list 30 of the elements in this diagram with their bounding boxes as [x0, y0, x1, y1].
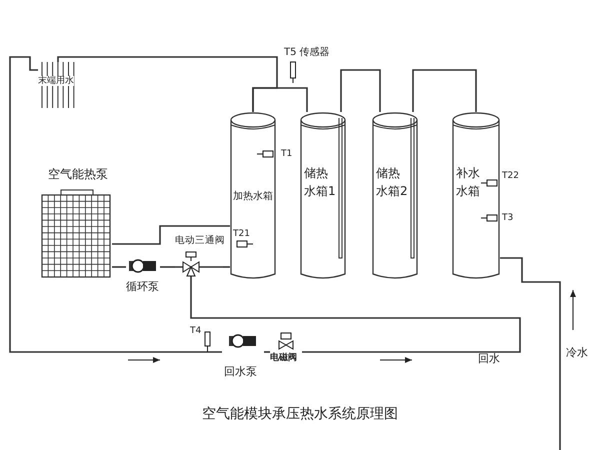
pipe: [57, 56, 278, 112]
pump-label: 循环泵: [126, 280, 159, 293]
pipe: [160, 266, 175, 268]
end-use-label: 末端用水: [38, 76, 74, 86]
sensor-tag: T3: [502, 212, 514, 225]
sensor-tag: T21: [233, 228, 250, 241]
pipe: [500, 257, 561, 450]
pipe: [223, 266, 230, 268]
unit-heading: 空气能热泵: [48, 168, 108, 181]
tank-label: 加热水箱: [233, 190, 273, 203]
caption: 空气能模块承压热水系统原理图: [201, 408, 399, 421]
tank-label: 储热水箱2: [376, 165, 408, 200]
valve-label: 电动三通阀: [175, 234, 225, 247]
pump-label: 回水泵: [224, 365, 257, 378]
pipe: [9, 56, 222, 353]
sensor-tag: T4: [190, 325, 202, 338]
flow-label: 冷水: [566, 346, 588, 359]
pipe: [112, 225, 230, 245]
sensor-label: T5 传感器: [284, 46, 330, 59]
tank-label: 补水水箱: [456, 165, 481, 200]
pipe: [412, 69, 477, 112]
pipe: [112, 266, 126, 268]
pipe: [264, 351, 270, 353]
pipe: [190, 278, 521, 353]
pipe: [340, 69, 381, 112]
sensor-tag: T1: [281, 148, 292, 161]
tank-label: 储热水箱1: [304, 165, 336, 200]
flow-label: 回水: [478, 352, 500, 365]
sensor-tag: T22: [502, 170, 519, 183]
valve-label: 电磁阀: [270, 352, 297, 365]
